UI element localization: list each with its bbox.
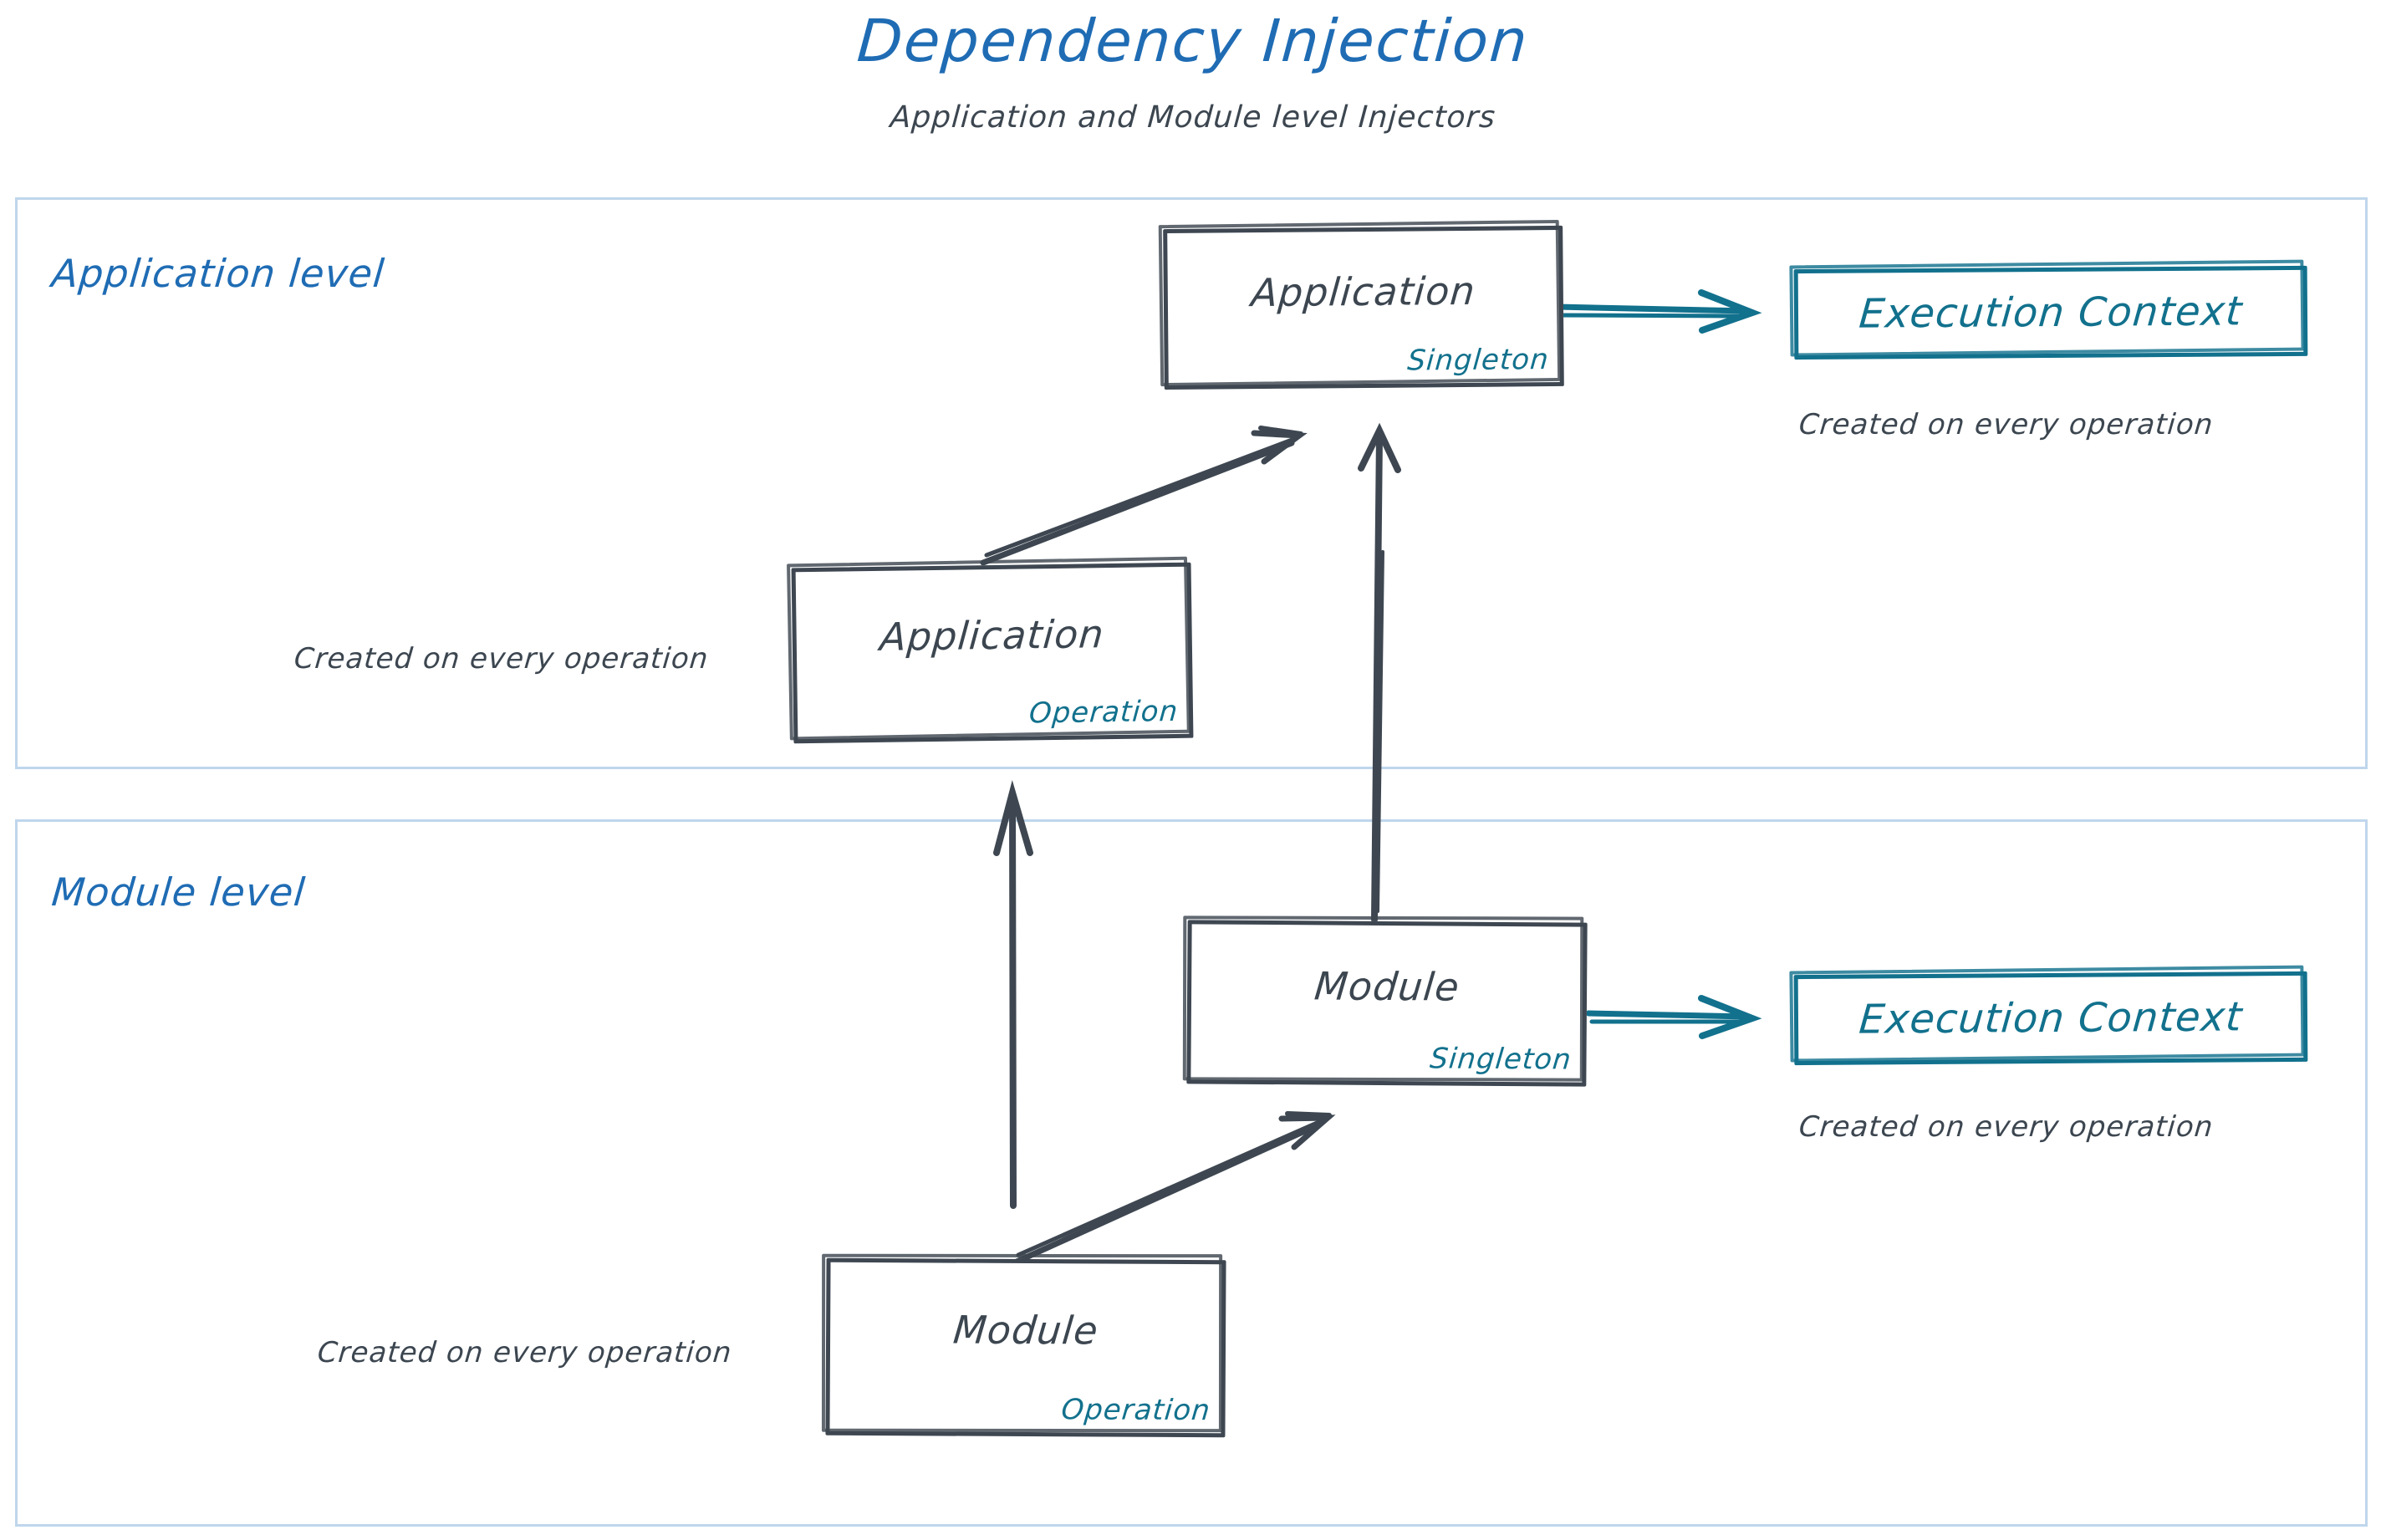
node-title: Module bbox=[1312, 963, 1462, 1010]
module-level-label: Module level bbox=[49, 869, 308, 915]
node-scope-badge: Singleton bbox=[1405, 343, 1551, 378]
node-scope-badge: Operation bbox=[1059, 1393, 1212, 1428]
caption-module-operation: Created on every operation bbox=[316, 1336, 734, 1369]
node-module-operation[interactable]: Module Operation bbox=[821, 1253, 1226, 1438]
node-title: Application bbox=[878, 611, 1106, 660]
caption-application-operation: Created on every operation bbox=[293, 642, 711, 676]
page-title: Dependency Injection bbox=[854, 7, 1532, 75]
node-application-operation[interactable]: Application Operation bbox=[787, 556, 1194, 744]
node-scope-badge: Singleton bbox=[1428, 1042, 1573, 1077]
application-level-label: Application level bbox=[49, 251, 387, 296]
node-title: Execution Context bbox=[1857, 288, 2245, 338]
node-title: Application bbox=[1249, 268, 1477, 315]
node-title: Execution Context bbox=[1857, 993, 2245, 1043]
node-scope-badge: Operation bbox=[1027, 694, 1180, 731]
node-title: Module bbox=[951, 1307, 1101, 1354]
node-execution-context-application[interactable]: Execution Context bbox=[1789, 259, 2308, 360]
caption-execution-context-module: Created on every operation bbox=[1797, 1110, 2215, 1144]
node-application-singleton[interactable]: Application Singleton bbox=[1158, 219, 1564, 390]
node-execution-context-module[interactable]: Execution Context bbox=[1789, 965, 2308, 1066]
node-module-singleton[interactable]: Module Singleton bbox=[1182, 915, 1588, 1087]
page-subtitle: Application and Module level Injectors bbox=[889, 100, 1497, 135]
module-level-container bbox=[15, 819, 2368, 1527]
caption-execution-context-application: Created on every operation bbox=[1797, 408, 2215, 441]
application-level-container bbox=[15, 197, 2368, 769]
